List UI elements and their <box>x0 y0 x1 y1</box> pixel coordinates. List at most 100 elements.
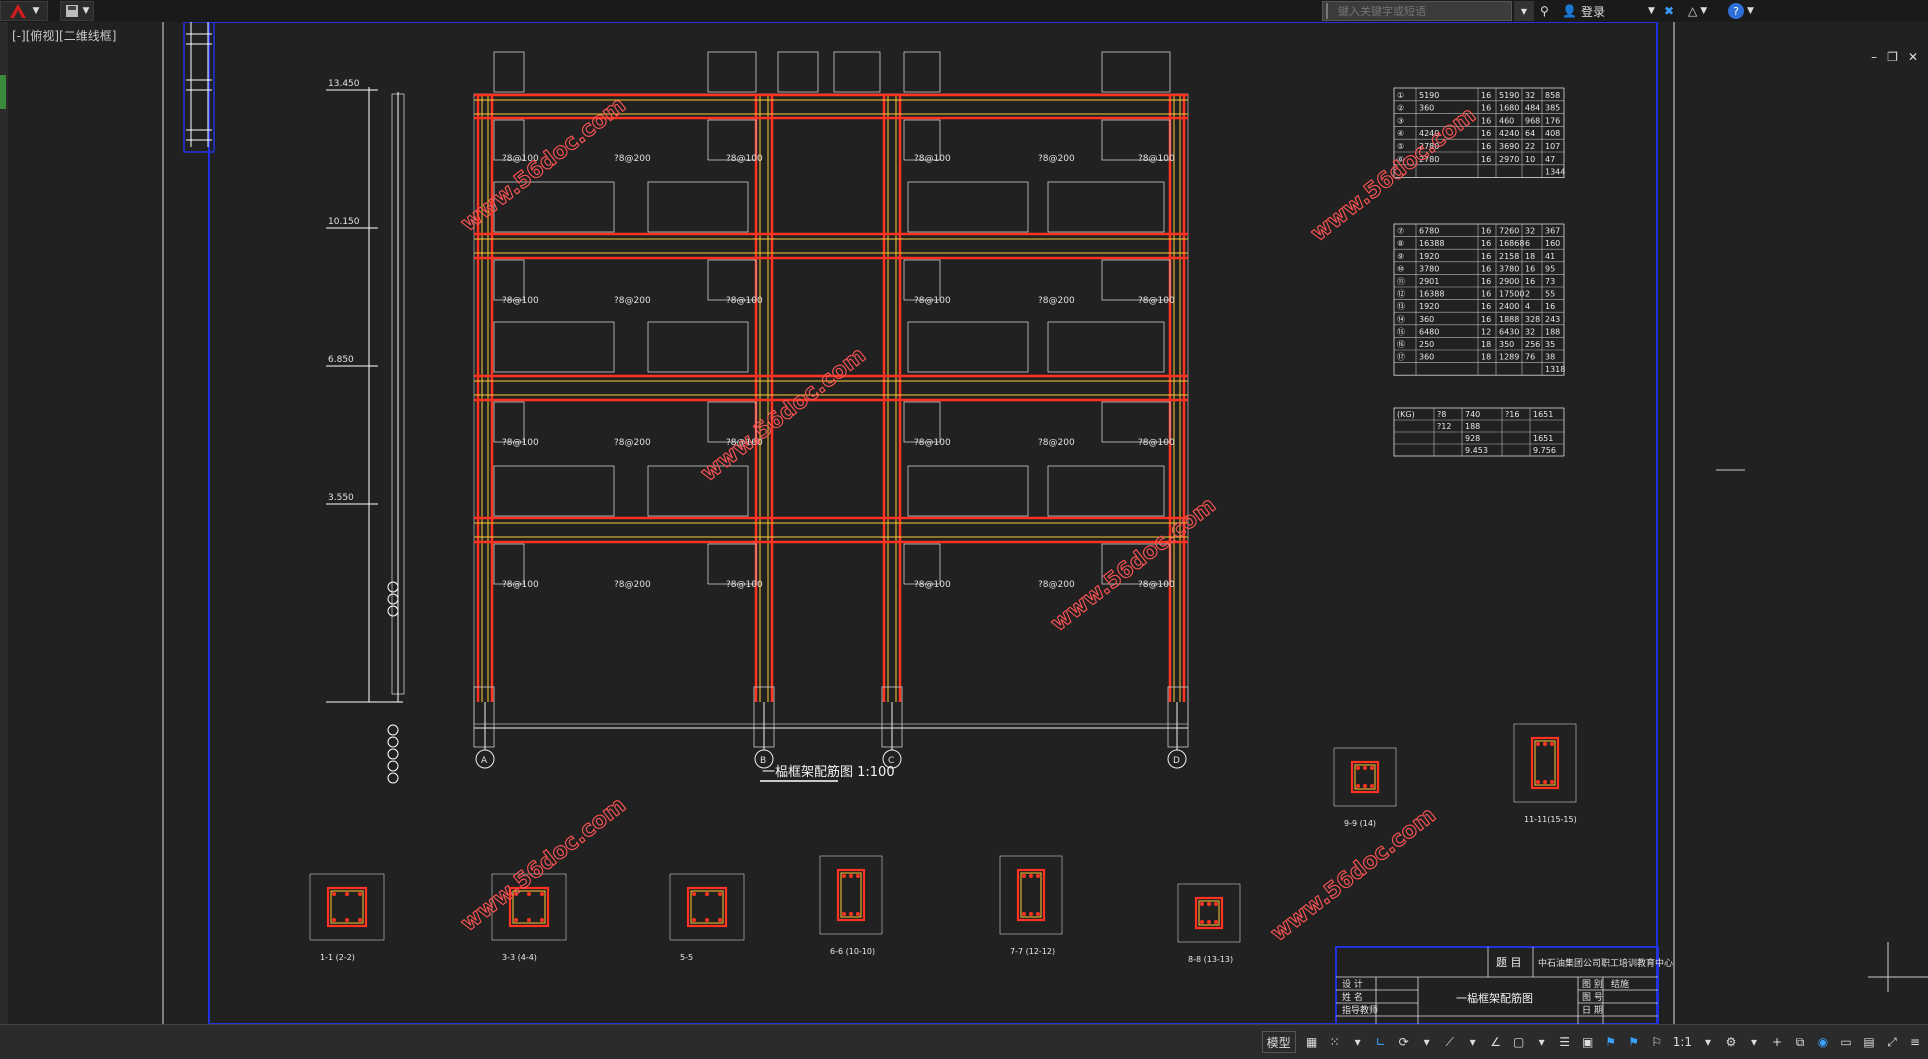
polar-tracking-icon[interactable]: ⟳ <box>1398 1035 1409 1049</box>
close-button[interactable]: ✕ <box>1907 50 1918 64</box>
properties-icon[interactable]: ▤ <box>1863 1035 1875 1049</box>
rebar-dot <box>718 892 722 896</box>
table-cell: 6780 <box>1419 227 1439 236</box>
annotation-scale-icon[interactable]: ⚐ <box>1651 1035 1663 1049</box>
login-dropdown-arrow[interactable]: ▼ <box>1648 6 1655 16</box>
table-cell: 2901 <box>1419 277 1439 286</box>
rebar-dot <box>856 912 860 916</box>
section-frame <box>1513 723 1577 803</box>
table-cell: 4 <box>1525 302 1530 311</box>
table-cell: 385 <box>1545 104 1560 113</box>
table-cell: 250 <box>1419 340 1434 349</box>
viewport-controls-label[interactable]: [-][俯视][二维线框] <box>12 29 117 43</box>
dropdown-arrow-icon[interactable]: ▾ <box>1469 1035 1476 1049</box>
stirrup-label: ?8@100 <box>502 580 539 590</box>
table-cell: 16 <box>1481 91 1491 100</box>
rebar-dot <box>842 874 846 878</box>
table-cell: ⑥ <box>1397 155 1404 164</box>
table-cell: 16 <box>1481 264 1491 273</box>
dropdown-arrow-icon[interactable]: ▾ <box>1538 1035 1545 1049</box>
table-cell: ?12 <box>1437 422 1451 431</box>
section-frame <box>1177 883 1241 943</box>
elevation-label: 3.550 <box>328 493 354 503</box>
table-cell: 350 <box>1499 340 1514 349</box>
rebar-dot <box>1363 784 1367 788</box>
table-cell: 64 <box>1525 129 1535 138</box>
rebar-dot <box>1543 742 1547 746</box>
annotation-visibility-icon[interactable]: ⚑ <box>1605 1035 1617 1049</box>
connect-button[interactable]: △▼ <box>1688 4 1708 18</box>
object-snap-tracking-icon[interactable]: ∠ <box>1490 1035 1502 1049</box>
table-cell: 16 <box>1481 104 1491 113</box>
stirrup-label: ?8@100 <box>502 154 539 164</box>
table-cell: 47 <box>1545 155 1555 164</box>
table-cell: 32 <box>1525 327 1535 336</box>
table-cell: (KG) <box>1397 410 1415 419</box>
dropdown-arrow-icon[interactable]: ▾ <box>1423 1035 1430 1049</box>
auto-scale-icon[interactable]: ⚑ <box>1628 1035 1640 1049</box>
search-box-handle <box>1326 3 1334 19</box>
help-button[interactable]: ? ▼ <box>1728 1 1754 21</box>
dropdown-arrow-icon[interactable]: ▾ <box>1704 1035 1712 1049</box>
model-space-button[interactable]: 模型 <box>1261 1031 1296 1053</box>
table-cell: 16 <box>1481 302 1491 311</box>
rebar-dot <box>514 918 518 922</box>
rebar-dot <box>705 892 709 896</box>
table-cell: 17500 <box>1499 290 1524 299</box>
table-cell: 10 <box>1525 155 1535 164</box>
table-cell: 18 <box>1481 340 1491 349</box>
left-edge-tab[interactable] <box>0 75 6 109</box>
grid-icon[interactable]: ▦ <box>1306 1035 1318 1049</box>
fullscreen-icon[interactable]: ⤢ <box>1887 1034 1897 1049</box>
binoculars-button[interactable]: ⚲ <box>1540 1 1549 21</box>
restore-button[interactable]: ❐ <box>1887 50 1898 64</box>
table-cell: 16 <box>1481 277 1491 286</box>
plus-icon[interactable]: + <box>1771 1035 1783 1049</box>
isolate-objects-icon[interactable]: ⧉ <box>1795 1034 1805 1049</box>
rebar-dot <box>849 912 853 916</box>
hardware-acceleration-icon[interactable]: ◉ <box>1817 1035 1829 1049</box>
dropdown-arrow-icon[interactable]: ▾ <box>1750 1035 1758 1049</box>
rebar-dot <box>527 892 531 896</box>
section-label: 5-5 <box>680 953 693 962</box>
rebar-dot <box>1550 780 1554 784</box>
application-menu-button[interactable]: ▼ <box>0 1 48 21</box>
annotation-scale-value[interactable]: 1:1 <box>1672 1035 1692 1049</box>
rebar-dot <box>1536 742 1540 746</box>
watermark-text: www.56doc.com <box>1306 103 1480 247</box>
table-cell: 4240 <box>1499 129 1519 138</box>
stirrup-label: ?8@100 <box>726 438 763 448</box>
section-stirrup <box>690 890 724 924</box>
help-icon: ? <box>1728 3 1744 19</box>
table-cell: ⑩ <box>1397 264 1404 273</box>
snap-icon[interactable]: ⁙ <box>1329 1035 1340 1049</box>
drawing-title: 一榀框架配筋图 1:100 <box>762 764 895 780</box>
isodraft-icon[interactable]: ⟋ <box>1445 1034 1454 1049</box>
table-cell: ② <box>1397 104 1404 113</box>
lineweight-icon[interactable]: ☰ <box>1559 1035 1571 1049</box>
rebar-dot <box>718 918 722 922</box>
clean-screen-icon[interactable]: ▭ <box>1840 1035 1852 1049</box>
table-cell: ⑪ <box>1397 277 1405 286</box>
ortho-icon[interactable]: ∟ <box>1375 1035 1386 1049</box>
table-cell: 360 <box>1419 353 1434 362</box>
exchange-apps-button[interactable]: ✖ <box>1664 1 1674 21</box>
quick-access-save-button[interactable]: ▼ <box>60 1 94 21</box>
customization-menu-icon[interactable]: ≡ <box>1909 1035 1921 1049</box>
search-input[interactable] <box>1334 3 1511 19</box>
search-dropdown-button[interactable]: ▼ <box>1514 1 1534 21</box>
drawing-canvas[interactable]: 13.450 10.150 6.850 3.550 <box>8 22 1928 1024</box>
stirrup-label: ?8@100 <box>914 580 951 590</box>
transparency-icon[interactable]: ▣ <box>1582 1035 1594 1049</box>
search-box[interactable] <box>1322 1 1512 21</box>
gear-icon[interactable]: ⚙ <box>1725 1035 1737 1049</box>
login-button[interactable]: 👤 登录 <box>1562 1 1605 21</box>
minimize-button[interactable]: – <box>1871 50 1878 64</box>
title-block-drawing-name: 一榀框架配筋图 <box>1456 991 1533 1005</box>
dropdown-arrow-icon[interactable]: ▾ <box>1354 1035 1361 1049</box>
stirrup-label: ?8@100 <box>726 296 763 306</box>
rebar-dot <box>1022 912 1026 916</box>
table-cell: 4240 <box>1419 129 1439 138</box>
object-snap-icon[interactable]: ▢ <box>1513 1035 1525 1049</box>
table-cell: ⑤ <box>1397 142 1404 151</box>
